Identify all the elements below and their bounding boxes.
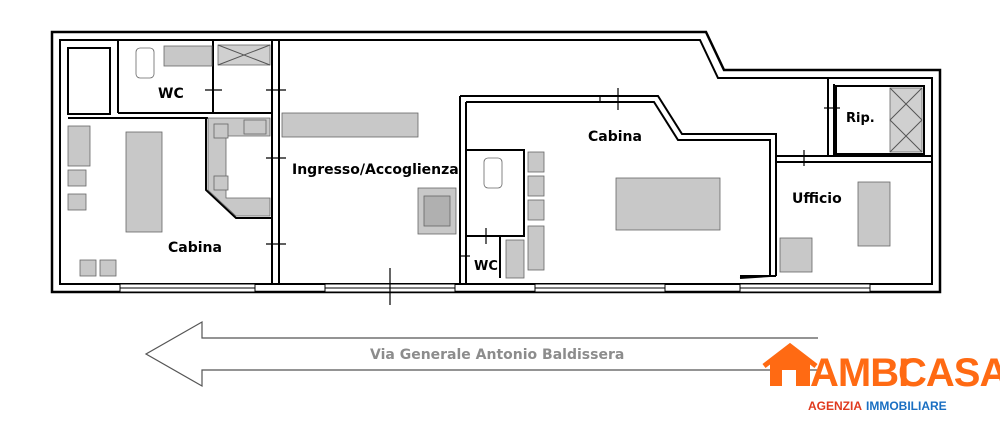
logo-tagline-agenzia: AGENZIA <box>808 399 862 413</box>
room-label-cabina-left: Cabina <box>168 240 222 256</box>
street-name: Via Generale Antonio Baldissera <box>370 347 624 363</box>
room-label-rip: Rip. <box>846 111 875 126</box>
street-arrow <box>144 320 818 388</box>
door-marks <box>205 88 840 305</box>
x-marks <box>217 44 923 153</box>
room-label-cabina-center: Cabina <box>588 129 642 145</box>
logo: AMBI CASA AGENZIA IMMOBILIARE <box>762 342 1000 413</box>
furniture <box>67 44 923 279</box>
room-labels: WC Cabina Ingresso/Accoglienza WC Cabina… <box>158 86 875 274</box>
room-label-wc-small: WC <box>474 259 498 274</box>
room-label-wc-top: WC <box>158 86 184 102</box>
interior-walls <box>67 40 932 284</box>
logo-house-icon <box>762 342 818 386</box>
room-label-ingresso: Ingresso/Accoglienza <box>292 162 459 178</box>
room-label-ufficio: Ufficio <box>792 191 842 207</box>
logo-text-ambi: AMBI <box>810 351 908 395</box>
logo-text-casa: CASA <box>898 351 1000 395</box>
logo-tagline-immobiliare: IMMOBILIARE <box>866 399 947 413</box>
outer-walls <box>50 30 942 294</box>
